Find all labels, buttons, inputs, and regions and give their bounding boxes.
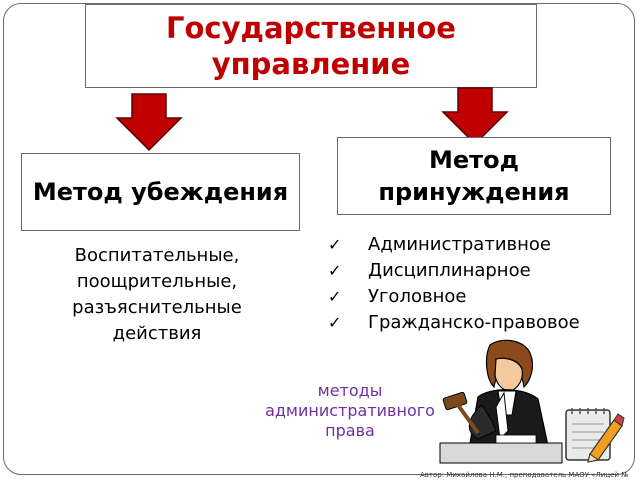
author-footer: Автор: Михайлова Н.М., преподаватель МАО… bbox=[420, 471, 629, 479]
list-item: ✓ Гражданско-правовое bbox=[320, 310, 580, 336]
list-item-label: Гражданско-правовое bbox=[368, 312, 580, 333]
list-item-label: Дисциплинарное bbox=[368, 260, 531, 281]
check-icon: ✓ bbox=[328, 287, 342, 306]
list-item: ✓ Уголовное bbox=[320, 284, 580, 310]
persuasion-description: Воспитательные, поощрительные, разъяснит… bbox=[72, 245, 242, 344]
check-icon: ✓ bbox=[328, 261, 342, 280]
page-title: Государственное управление bbox=[166, 11, 456, 81]
list-item-label: Уголовное bbox=[368, 286, 467, 307]
title-box: Государственное управление bbox=[85, 4, 537, 88]
notepad-pencil-icon bbox=[565, 408, 625, 463]
arrow-down-icon-left bbox=[115, 93, 183, 152]
list-item: ✓ Дисциплинарное bbox=[320, 258, 580, 284]
arrow-down-icon-right bbox=[441, 87, 509, 146]
method-coercion-box: Метод принуждения bbox=[337, 137, 611, 215]
judge-icon bbox=[439, 339, 563, 464]
list-item: ✓ Административное bbox=[320, 232, 580, 258]
method-persuasion-box: Метод убеждения bbox=[21, 153, 300, 231]
list-item-label: Административное bbox=[368, 234, 551, 255]
check-icon: ✓ bbox=[328, 313, 342, 332]
method-coercion-label: Метод принуждения bbox=[378, 146, 570, 206]
methods-caption: методы административного права bbox=[265, 381, 435, 440]
slide-frame bbox=[3, 3, 635, 475]
coercion-list: ✓ Административное ✓ Дисциплинарное ✓ Уг… bbox=[320, 232, 580, 336]
method-persuasion-label: Метод убеждения bbox=[32, 178, 289, 206]
check-icon: ✓ bbox=[328, 235, 342, 254]
